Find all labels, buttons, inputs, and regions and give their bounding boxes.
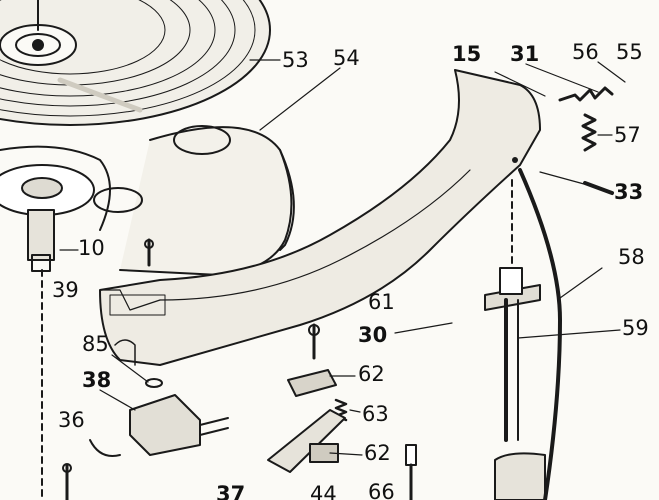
callout-56: 56 [572, 40, 599, 64]
screw-part-61 [308, 323, 320, 360]
callout-15: 15 [452, 42, 482, 66]
screw-part-39 [144, 238, 154, 267]
callout-85: 85 [82, 332, 109, 356]
callout-31: 31 [510, 42, 540, 66]
callout-39: 39 [52, 278, 79, 302]
callout-62-lower: 62 [364, 441, 391, 465]
screw-part-66 [405, 444, 417, 500]
spindle-part-10 [0, 164, 95, 500]
callout-55: 55 [616, 40, 643, 64]
bracket-part-62-lower [267, 409, 346, 473]
spring-part-56 [558, 86, 614, 102]
callout-44: 44 [310, 482, 337, 500]
platter-part-53 [0, 0, 271, 126]
callout-58: 58 [618, 245, 645, 269]
tone-arm-part-15 [99, 69, 541, 366]
callout-38: 38 [82, 368, 112, 392]
callout-54: 54 [333, 46, 360, 70]
screw-part-33 [583, 181, 614, 195]
screw-part-36 [62, 463, 72, 500]
callout-10: 10 [78, 236, 105, 260]
washer-part-85 [145, 378, 163, 388]
callout-37: 37 [216, 482, 246, 500]
callout-66: 66 [368, 480, 395, 500]
callout-57: 57 [614, 123, 641, 147]
pivot-rod-part-59 [484, 179, 546, 500]
callout-63: 63 [362, 402, 389, 426]
callout-53: 53 [282, 48, 309, 72]
deck-plate-part-54 [0, 125, 295, 276]
leader-lines [59, 59, 626, 456]
callout-61: 61 [368, 290, 395, 314]
callout-36: 36 [58, 408, 85, 432]
pin-part-15 [512, 157, 518, 163]
callout-59: 59 [622, 316, 649, 340]
bracket-part-62-upper [287, 369, 337, 397]
callout-33: 33 [614, 180, 644, 204]
spring-part-57 [581, 113, 597, 152]
callout-62-upper: 62 [358, 362, 385, 386]
callout-30: 30 [358, 323, 388, 347]
cartridge-part-38 [89, 394, 229, 457]
lead-wire-part-58 [518, 168, 562, 500]
